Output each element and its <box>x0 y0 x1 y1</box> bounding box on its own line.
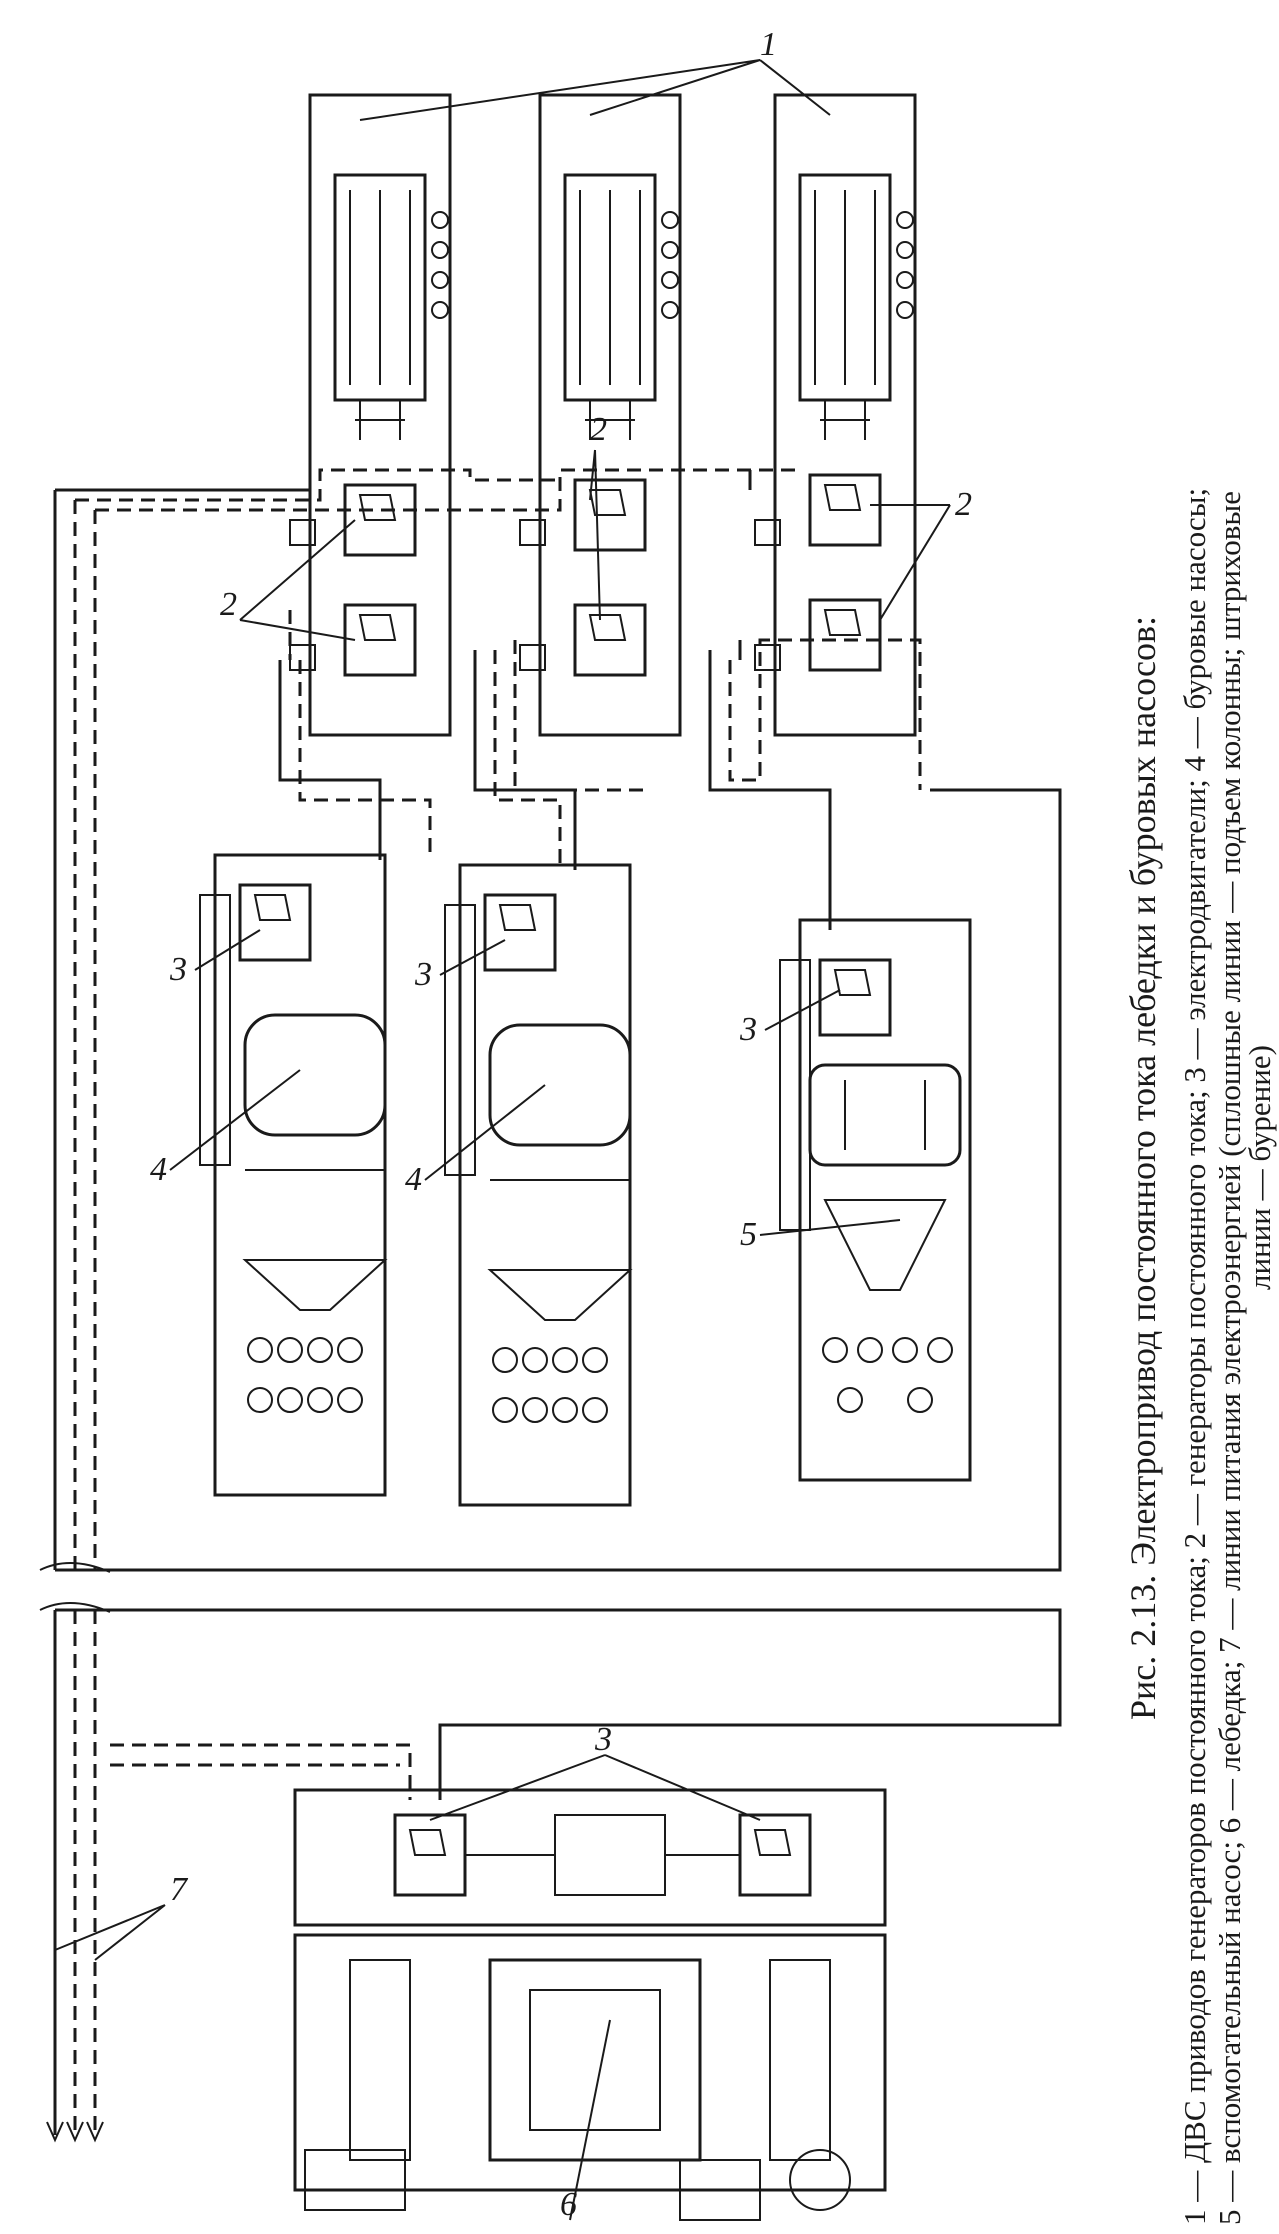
frame-1 <box>308 93 452 737</box>
dc-generator-2a <box>573 478 647 552</box>
leader-3-aux <box>764 989 841 1031</box>
label-4-a: 4 <box>150 1151 167 1188</box>
leader-2-set3 <box>870 504 951 621</box>
labels: 1 2 2 2 3 3 3 3 4 4 5 6 7 <box>150 26 972 2223</box>
link-gen2-motor2-dash <box>493 640 650 870</box>
feeder-solid-bottom-2 <box>55 1608 1062 1800</box>
leader-1 <box>359 59 831 121</box>
label-1: 1 <box>760 26 777 63</box>
motor-3-pump-2 <box>483 893 557 972</box>
dc-generator-3b <box>808 598 882 672</box>
link-gen3-top <box>738 470 752 660</box>
generator-set-1 <box>289 93 452 737</box>
feeder-solid-bottom <box>55 788 1062 1572</box>
leader-7 <box>54 1904 166 1961</box>
legend-line-2: 5 — вспомогательный насос; 6 — лебедка; … <box>1212 491 1247 2225</box>
leader-4-pump1 <box>169 1069 301 1171</box>
link-gen1-motor1-dash <box>288 610 432 860</box>
label-3-c: 3 <box>739 1011 757 1048</box>
dc-generator-3a <box>808 473 882 547</box>
label-3-a: 3 <box>169 951 187 988</box>
label-3-d: 3 <box>594 1721 612 1758</box>
pump-2-body <box>488 1023 632 1147</box>
feeder-dash-winch <box>110 1743 412 1800</box>
leader-2-set2 <box>589 449 601 621</box>
leader-2-set1 <box>239 519 356 641</box>
label-5: 5 <box>740 1216 757 1253</box>
leader-3-winch <box>429 1754 761 1821</box>
aux-pump-base <box>798 918 972 1482</box>
pump-2-base <box>458 863 632 1507</box>
leader-5 <box>759 1219 901 1236</box>
legend-line-1: 1 — ДВС приводов генераторов постоянного… <box>1177 488 1212 2225</box>
arrow-3 <box>86 2121 104 2143</box>
engine-cylinders-1 <box>349 190 411 385</box>
generator-set-2 <box>519 93 682 737</box>
power-lines <box>39 468 1062 2143</box>
feeder-dash-top-a <box>75 468 560 502</box>
coupling-1 <box>355 400 405 440</box>
winch-gearbox <box>554 1814 666 1896</box>
label-3-b: 3 <box>414 956 432 993</box>
diesel-engine-1 <box>333 173 427 402</box>
mud-pump-2 <box>444 863 633 1507</box>
label-2-b: 2 <box>590 411 607 448</box>
arrow-1 <box>46 2121 64 2143</box>
leader-3-pump1 <box>194 929 261 971</box>
winch-unit <box>293 1788 887 2221</box>
label-2-a: 2 <box>220 586 237 623</box>
generator-set-3 <box>754 93 917 737</box>
leader-3-pump2 <box>439 939 506 976</box>
label-2-c: 2 <box>955 486 972 523</box>
leaders <box>54 59 951 2221</box>
legend-line-3: линии — бурение) <box>1242 1045 1277 1290</box>
winch-drum <box>488 1958 702 2162</box>
figure-legend: 1 — ДВС приводов генераторов постоянного… <box>1177 488 1277 2225</box>
link-gen3-motor3 <box>708 650 832 930</box>
figure-caption: Рис. 2.13. Электропривод постоянного ток… <box>1123 616 1163 1720</box>
diesel-engine-2 <box>563 173 657 402</box>
figure-caption-group: Рис. 2.13. Электропривод постоянного ток… <box>1123 616 1163 1720</box>
arrow-2 <box>66 2121 84 2143</box>
frame-3 <box>773 93 917 737</box>
motor-3-pump-1 <box>238 883 312 962</box>
leader-4-pump2 <box>424 1084 546 1181</box>
dc-generator-1b <box>343 603 417 677</box>
dc-generator-1a <box>343 483 417 557</box>
motor-3-aux <box>818 958 892 1037</box>
leader-6 <box>569 2019 611 2221</box>
link-gen3-motor3-dash <box>728 638 922 790</box>
pump-1-body <box>243 1013 387 1137</box>
winch-motor-frame <box>293 1788 887 1927</box>
winch-frame <box>293 1933 887 2192</box>
aux-pump-body <box>808 1063 962 1167</box>
label-7: 7 <box>170 1871 189 1908</box>
label-4-b: 4 <box>405 1161 422 1198</box>
label-6: 6 <box>560 2186 577 2223</box>
pump-1-base <box>213 853 387 1497</box>
link-gen1-motor1 <box>278 660 382 860</box>
frame-2 <box>538 93 682 737</box>
dc-generator-2b <box>573 603 647 677</box>
diesel-engine-3 <box>798 173 892 402</box>
auxiliary-pump <box>779 918 972 1482</box>
mud-pump-1 <box>199 853 388 1497</box>
